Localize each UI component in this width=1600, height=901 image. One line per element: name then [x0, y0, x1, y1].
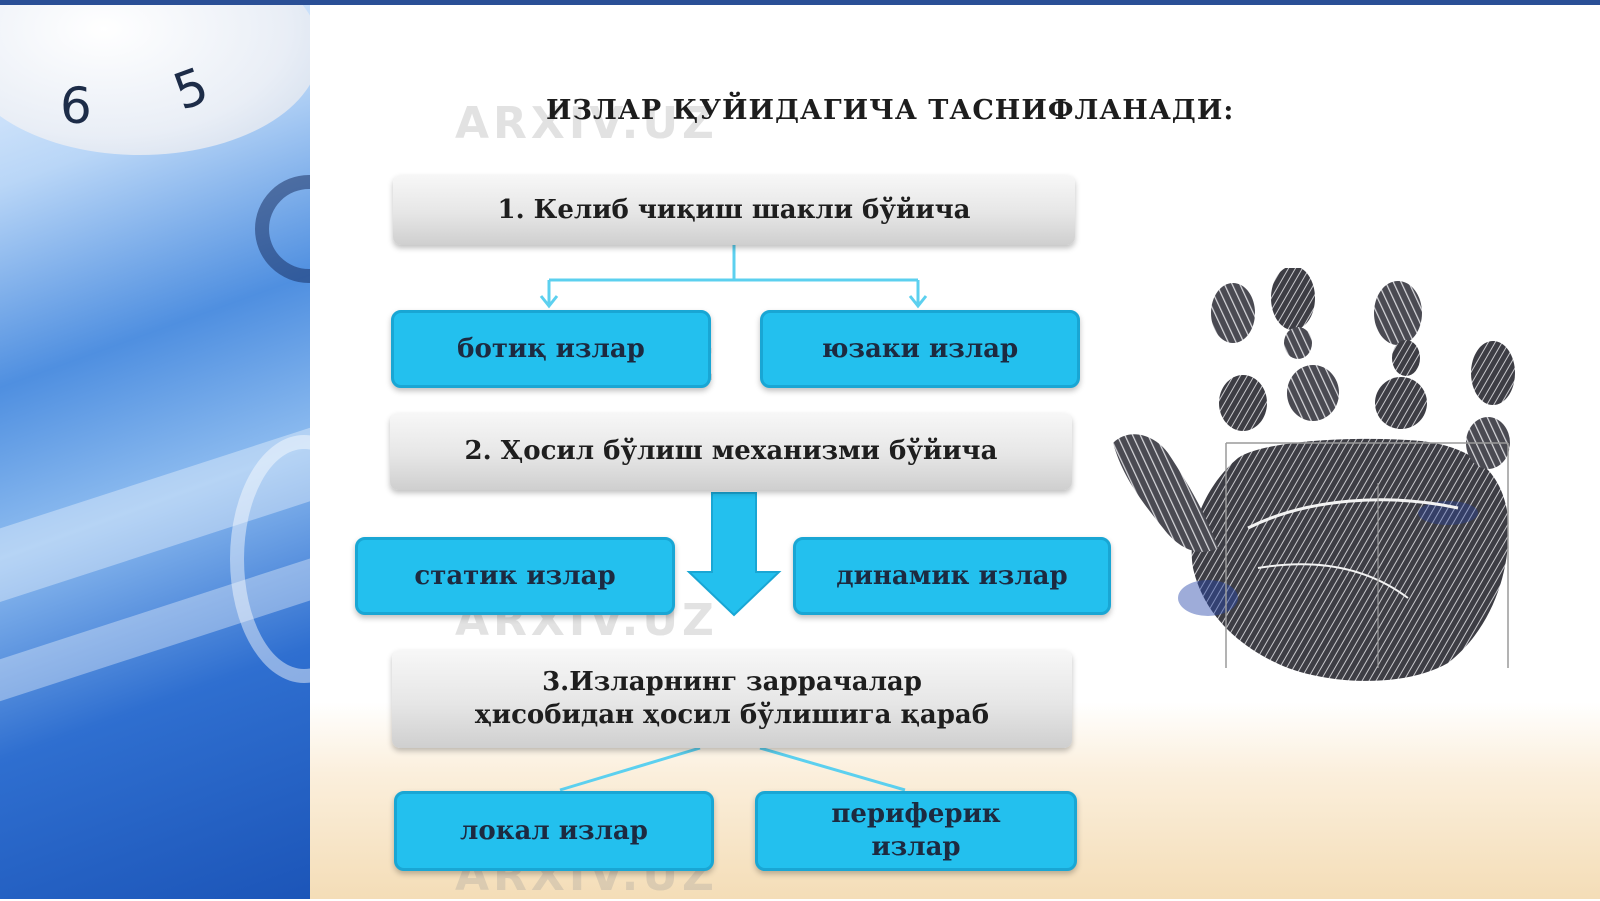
slide-title: ИЗЛАР ҚУЙИДАГИЧА ТАСНИФЛАНАДИ:: [546, 95, 1235, 126]
item-label: юзаки излар: [821, 333, 1019, 364]
item-statik-izlar: статик излар: [355, 537, 675, 615]
category-3-heading-line2: ҳисобидан ҳосил бўлишига қараб: [474, 700, 990, 730]
item-label-line1: периферик: [831, 799, 1001, 829]
handprint-illustration: [1113, 268, 1515, 681]
item-label-line2: излар: [871, 832, 961, 862]
item-label: локал излар: [460, 815, 648, 846]
category-2-heading: 2. Ҳосил бўлиш механизми бўйича: [390, 413, 1072, 490]
item-botiq-izlar: ботиқ излар: [391, 310, 711, 388]
category-2-heading-text: 2. Ҳосил бўлиш механизми бўйича: [464, 436, 998, 466]
decorative-side-panel: 6 5: [0, 5, 310, 899]
item-label: статик излар: [414, 560, 616, 591]
item-dinamik-izlar: динамик излар: [793, 537, 1111, 615]
category-1-heading: 1. Келиб чиқиш шакли бўйича: [393, 175, 1075, 245]
category-1-heading-text: 1. Келиб чиқиш шакли бўйича: [497, 194, 971, 225]
item-lokal-izlar: локал излар: [394, 791, 714, 871]
watermark: ARXIV.UZ: [455, 98, 718, 149]
top-border: [0, 0, 1600, 5]
item-yuzaki-izlar: юзаки излар: [760, 310, 1080, 388]
clock-dial: [0, 5, 310, 155]
dial-number: 6: [60, 77, 92, 135]
item-label: динамик излар: [836, 560, 1068, 591]
category-3-heading-line1: 3.Изларнинг заррачалар: [542, 667, 922, 697]
category-3-heading: 3.Изларнинг заррачалар ҳисобидан ҳосил б…: [392, 650, 1072, 748]
item-periferik-izlar: периферик излар: [755, 791, 1077, 871]
item-label: ботиқ излар: [457, 333, 645, 364]
